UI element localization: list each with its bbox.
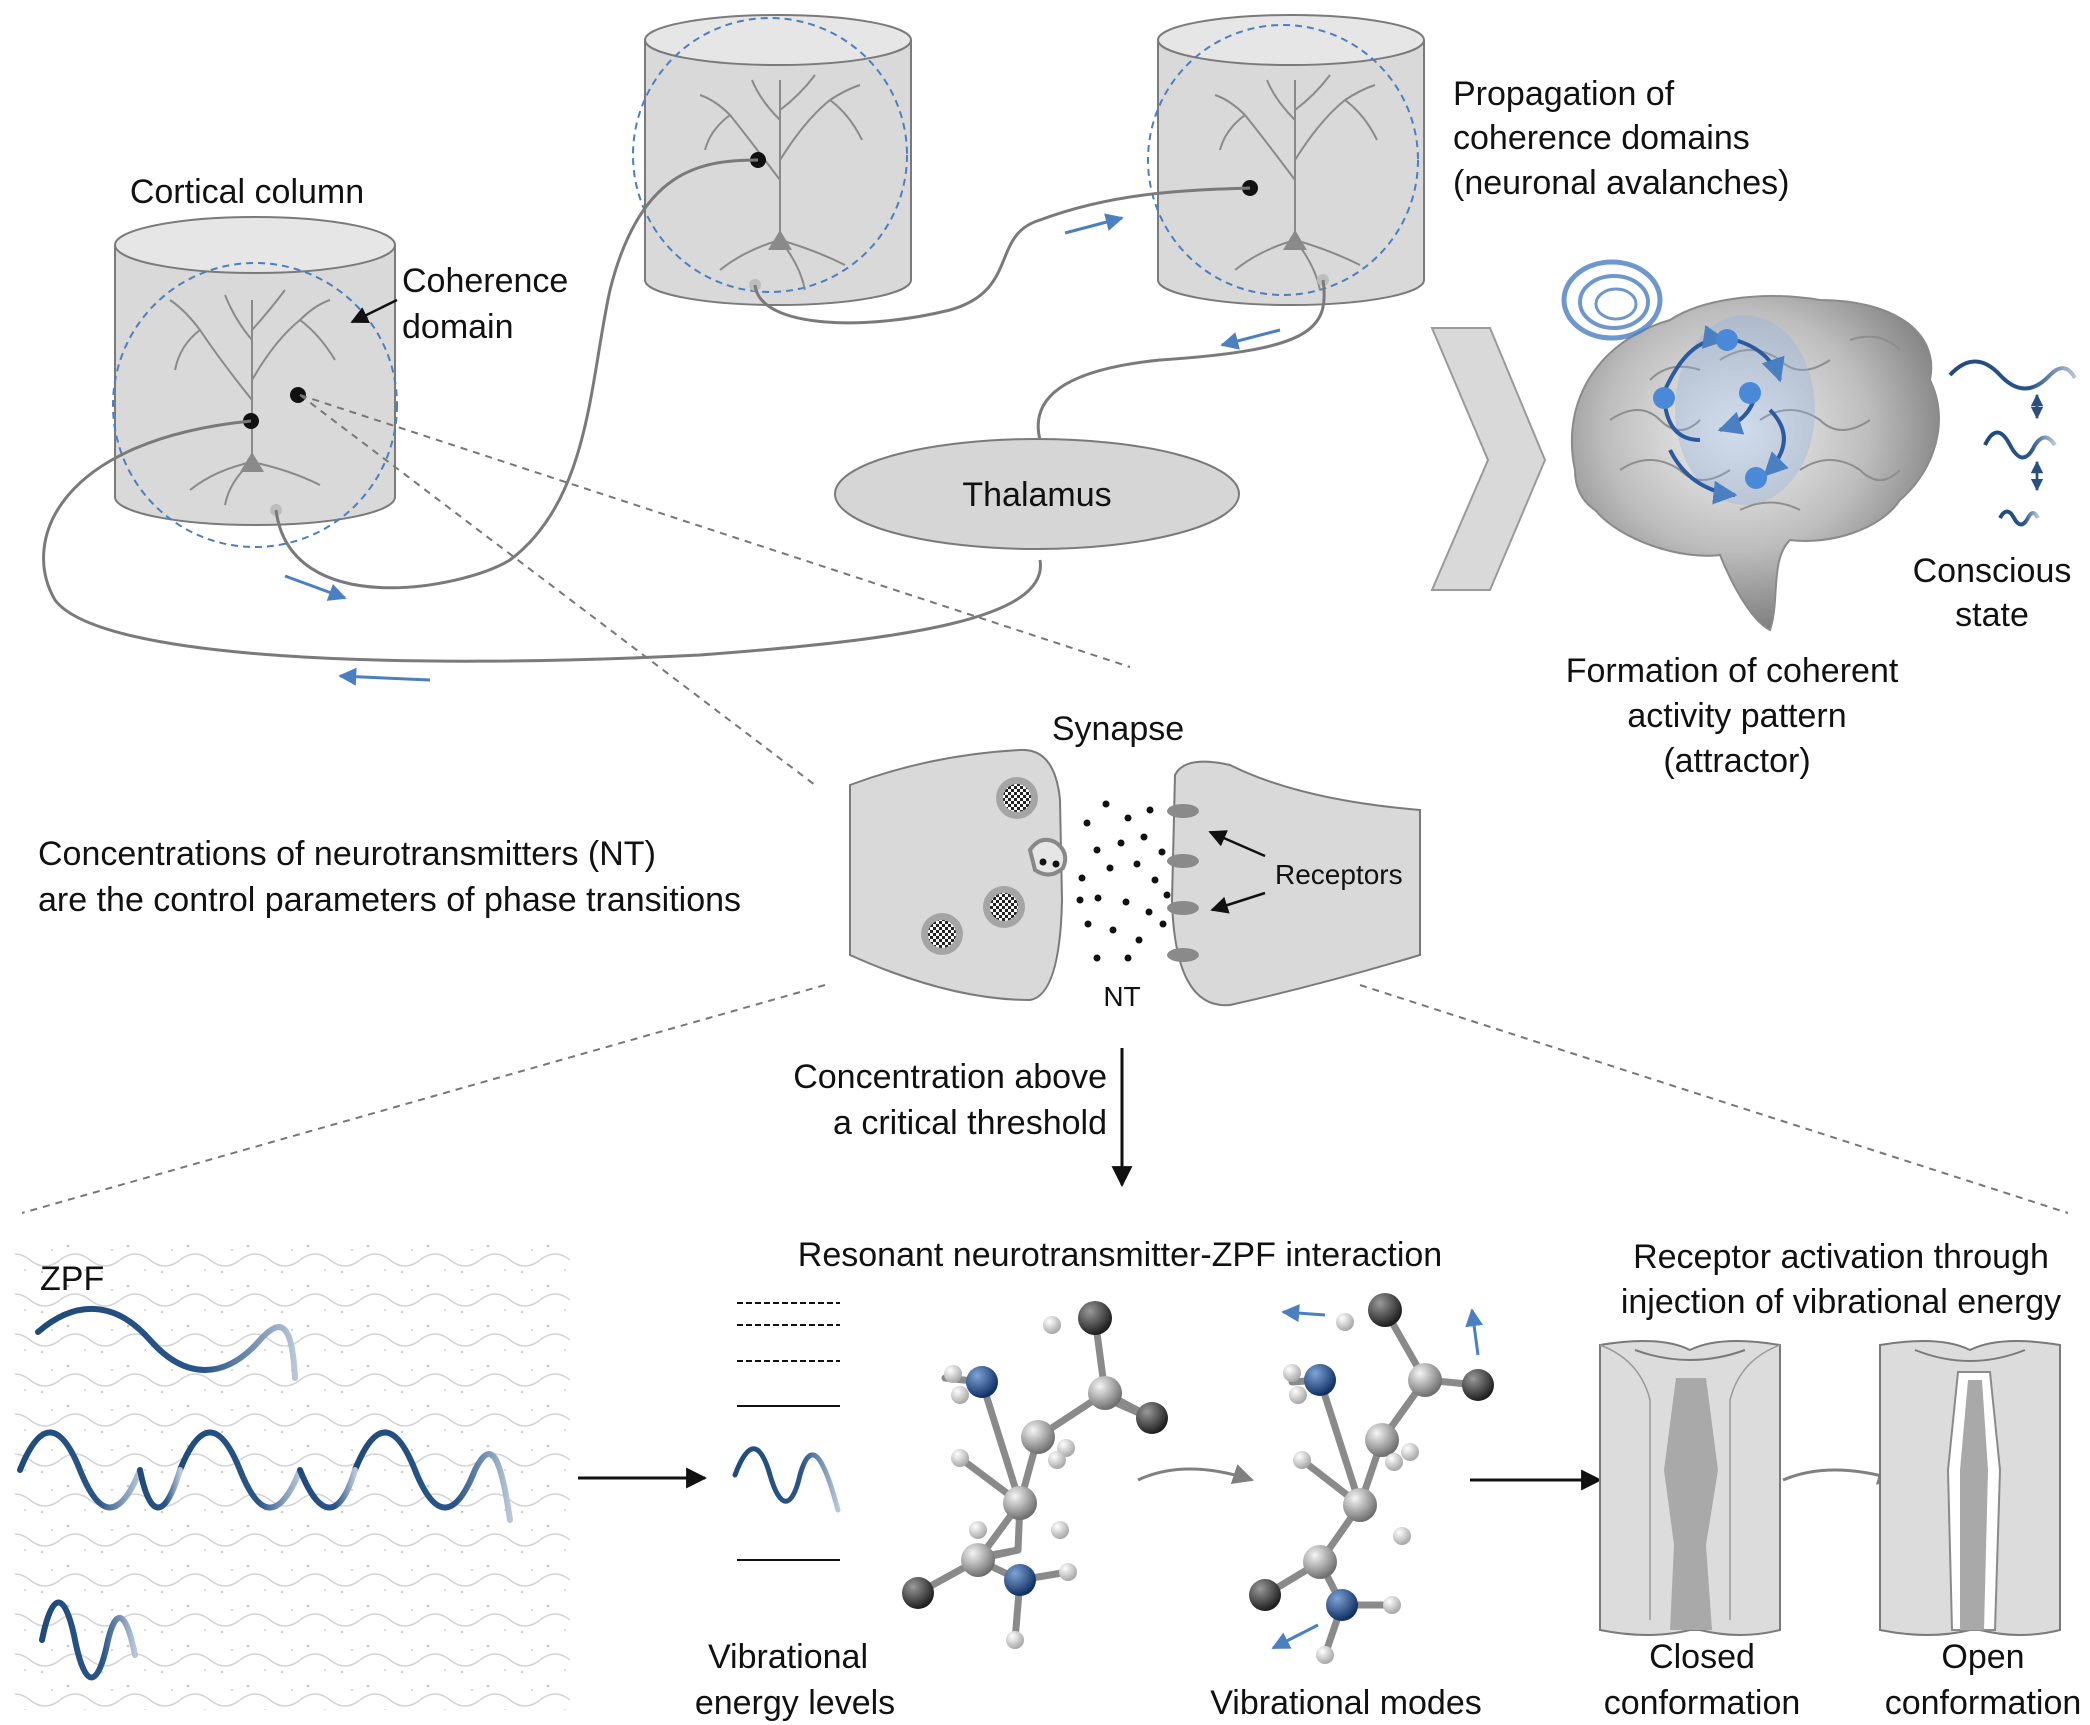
- threshold-label-1: Concentration above: [793, 1058, 1107, 1096]
- vibrating-molecule: [1249, 1293, 1494, 1664]
- closed-receptor: [1599, 1340, 1781, 1636]
- synapse-dot: [290, 387, 306, 403]
- thalamus: Thalamus: [834, 438, 1240, 550]
- coherence-domain-circle: [112, 262, 398, 548]
- signal-arrows: [284, 213, 1281, 686]
- formation-label-3: (attractor): [1663, 742, 1810, 780]
- coherence-domain-label-1: Coherence: [402, 262, 568, 300]
- energy-wave: [732, 1446, 841, 1513]
- threshold-label-2: a critical threshold: [833, 1104, 1107, 1142]
- vibrational-levels-label-1: Vibrational: [708, 1638, 868, 1676]
- postsynaptic-terminal: [1170, 760, 1421, 1007]
- formation-label-1: Formation of coherent: [1566, 652, 1899, 690]
- fusing-vesicle: [1027, 837, 1068, 877]
- concentrations-label-1: Concentrations of neurotransmitters (NT): [38, 835, 656, 873]
- open-label-2: conformation: [1885, 1684, 2082, 1722]
- energy-levels: [732, 1302, 841, 1561]
- receptors-label: Receptors: [1275, 859, 1403, 890]
- receptor-activation-label-1: Receptor activation through: [1633, 1238, 2049, 1276]
- nt-label: NT: [1103, 981, 1140, 1012]
- neurotransmitter-dots: [1076, 800, 1171, 962]
- propagation-label-3: (neuronal avalanches): [1453, 164, 1789, 202]
- zpf-waves: [17, 1306, 513, 1681]
- synapse: Synapse Rece: [849, 710, 1421, 1012]
- cortical-column: [112, 216, 398, 548]
- conscious-waves: [1948, 359, 2077, 527]
- vibrational-modes-label: Vibrational modes: [1210, 1684, 1482, 1722]
- vibration-arrows: [1271, 1304, 1484, 1650]
- receptor-activation-label-2: injection of vibrational energy: [1621, 1283, 2061, 1321]
- open-receptor: [1879, 1340, 2061, 1636]
- brain-icon: [1561, 259, 1940, 632]
- coherence-domain-pointer: [350, 298, 398, 324]
- thalamus-label: Thalamus: [962, 476, 1111, 514]
- closed-label-2: conformation: [1604, 1684, 1801, 1722]
- receptor-ovals: [1167, 804, 1199, 962]
- formation-label-2: activity pattern: [1627, 697, 1846, 735]
- open-label-1: Open: [1941, 1638, 2024, 1676]
- swirl-icon: [1561, 259, 1663, 341]
- propagation-label-1: Propagation of: [1453, 75, 1675, 113]
- resonant-label: Resonant neurotransmitter-ZPF interactio…: [798, 1236, 1442, 1274]
- synapse-label: Synapse: [1052, 710, 1184, 748]
- cortical-column-2: [632, 14, 912, 306]
- zpf-label: ZPF: [40, 1260, 104, 1298]
- zoom-lines: [21, 394, 2069, 1214]
- closed-label-1: Closed: [1649, 1638, 1755, 1676]
- transition-arrow: [1137, 1464, 1254, 1485]
- neurotransmitter-molecule: [902, 1301, 1168, 1649]
- cortical-column-3: [1147, 14, 1425, 306]
- conscious-label-2: state: [1955, 596, 2029, 634]
- zpf-panel: ZPF: [15, 1240, 570, 1710]
- vibrational-levels-label-2: energy levels: [695, 1684, 895, 1722]
- axon-paths: [42, 158, 1326, 663]
- chevron-arrow-icon: [1430, 327, 1547, 591]
- vesicles: [921, 777, 1038, 955]
- cortical-column-label: Cortical column: [130, 173, 364, 211]
- concentrations-label-2: are the control parameters of phase tran…: [38, 881, 741, 919]
- receptor-pointers: [1208, 830, 1266, 914]
- conscious-label-1: Conscious: [1913, 552, 2072, 590]
- neuron-soma: [240, 452, 264, 472]
- propagation-label-2: coherence domains: [1453, 119, 1750, 157]
- coherence-domain-label-2: domain: [402, 308, 514, 346]
